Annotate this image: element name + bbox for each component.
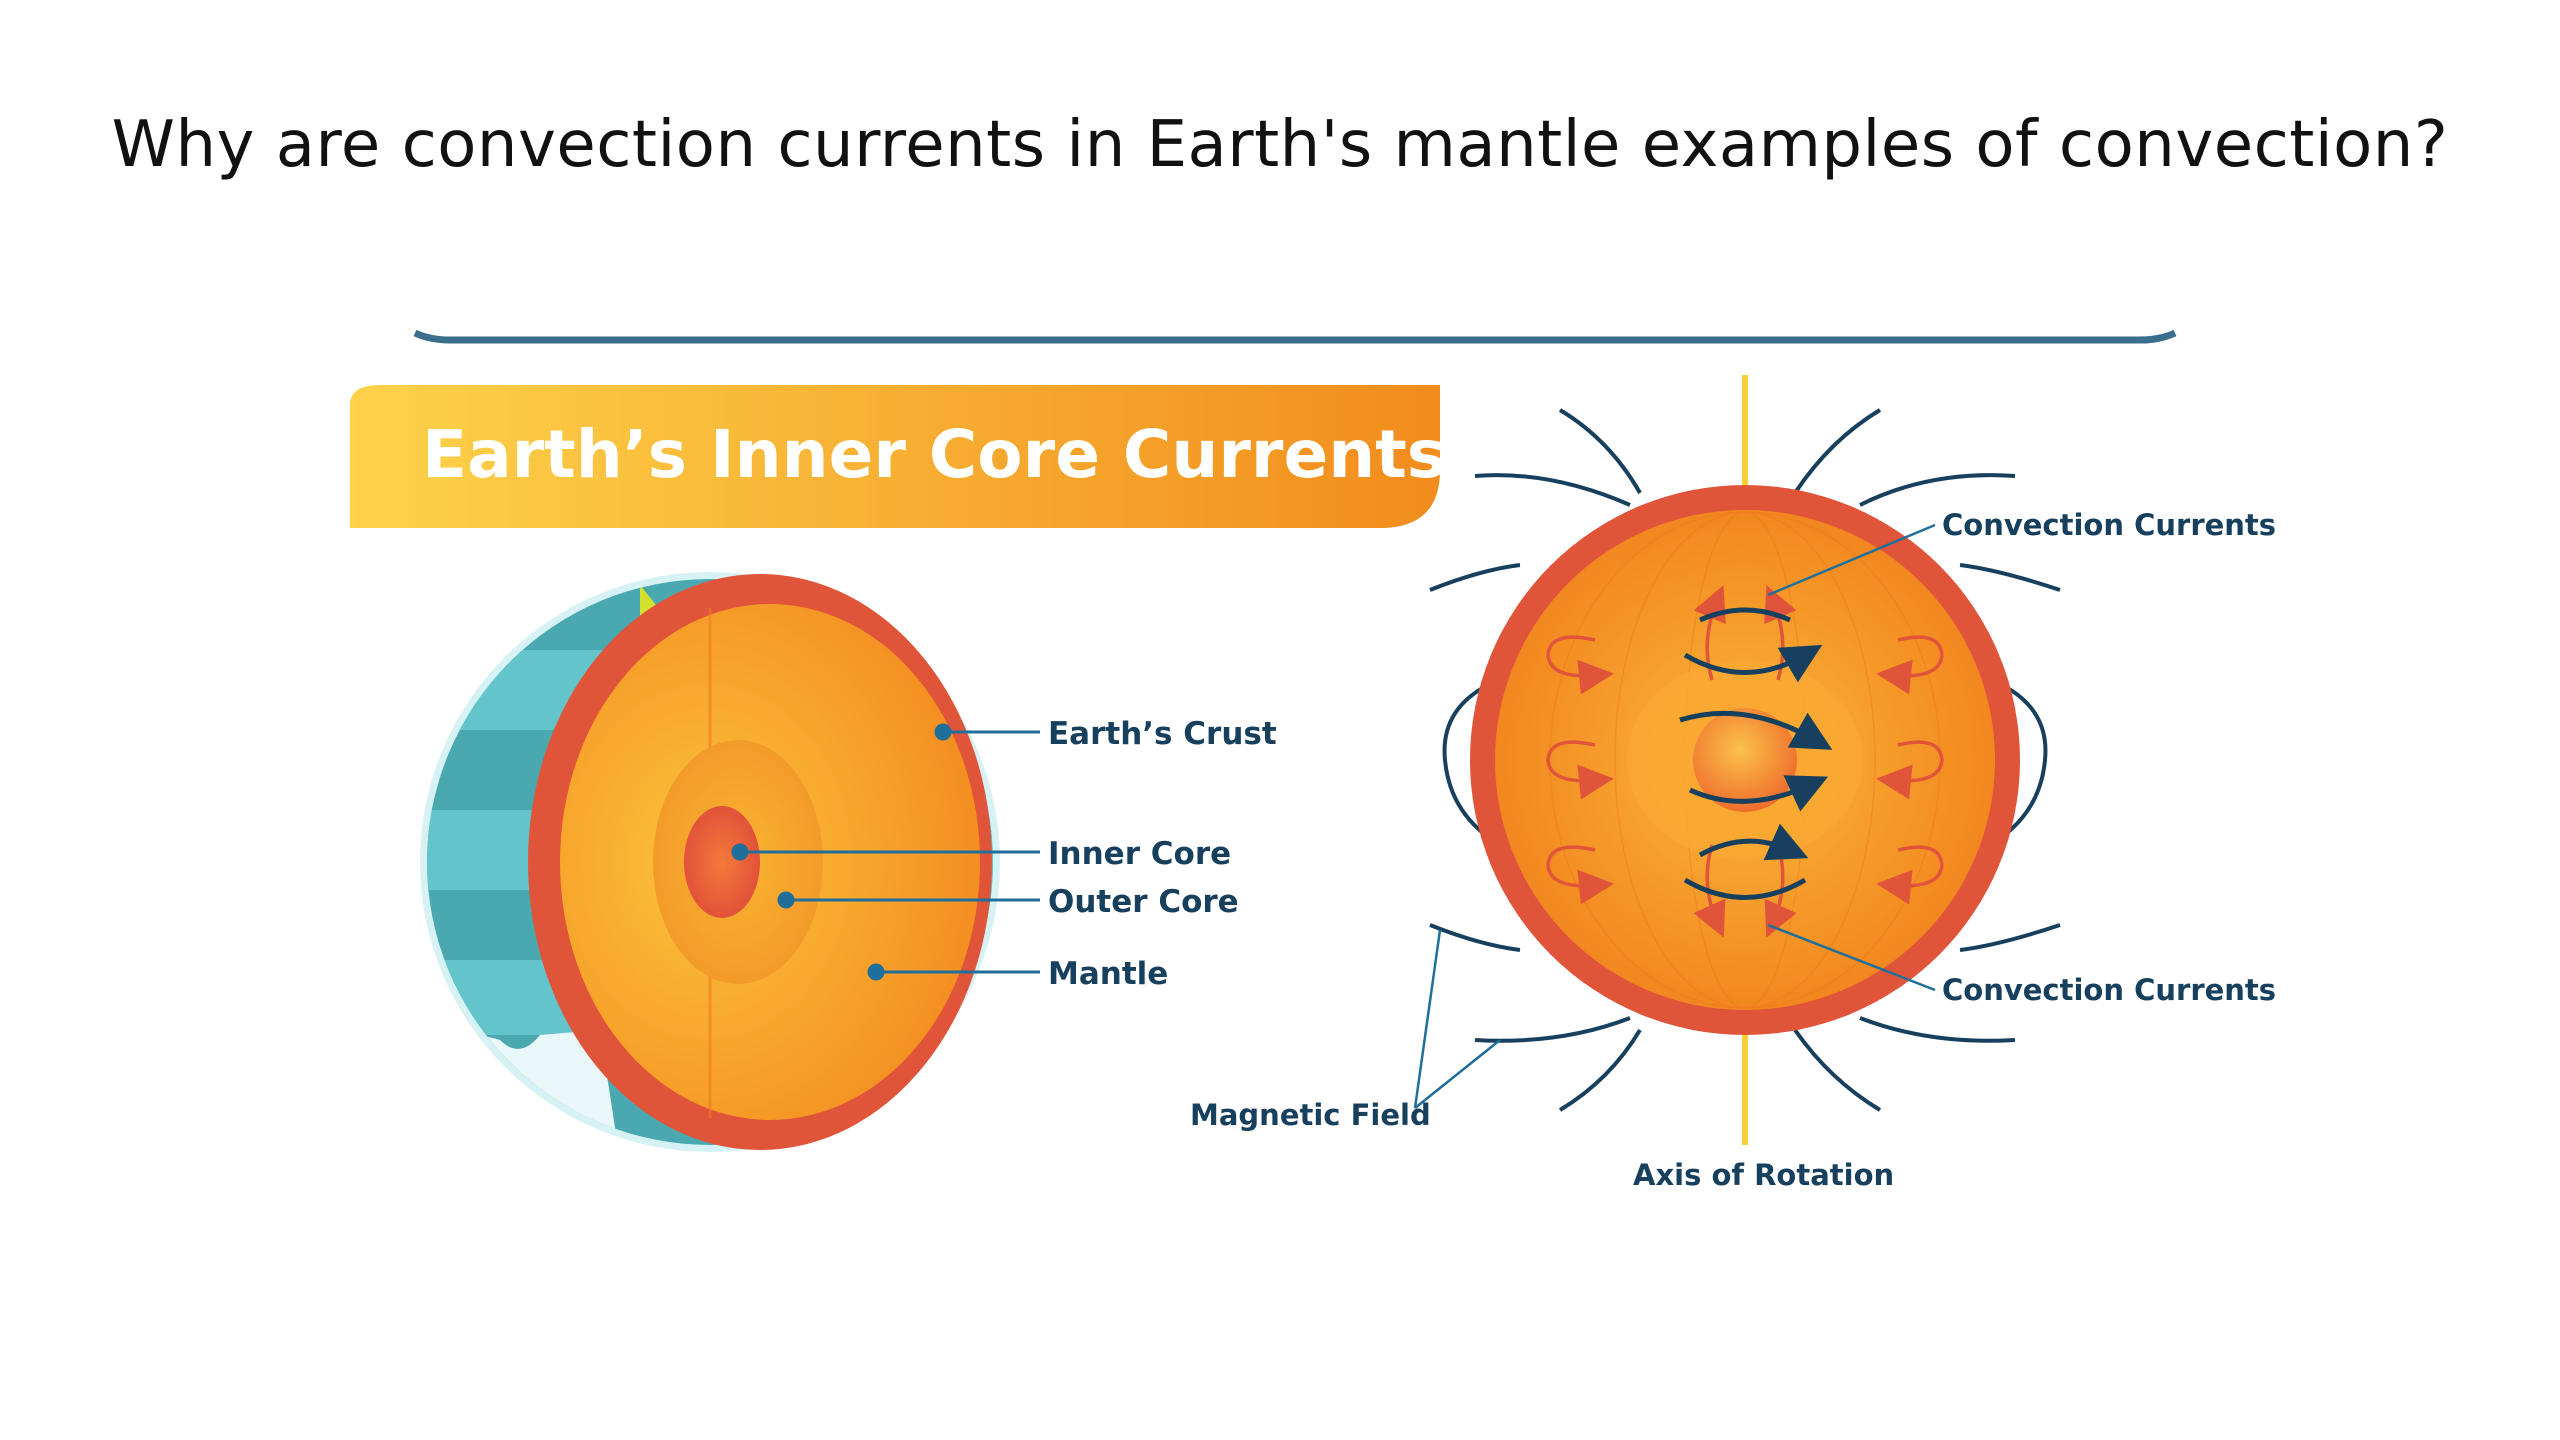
label-convection-currents-bottom: Convection Currents: [1942, 973, 2276, 1007]
magnetic-field-lines: [1429, 408, 2061, 1112]
convection-diagram: [1429, 375, 2061, 1145]
convection-loops: [1546, 585, 1944, 938]
rotation-arrows: [1679, 607, 1833, 900]
label-outer-core: Outer Core: [1048, 884, 1239, 920]
top-divider: [413, 329, 2177, 344]
label-inner-core: Inner Core: [1048, 836, 1231, 872]
diagram-title: Earth’s Inner Core Currents: [422, 416, 1446, 493]
label-magnetic-field: Magnetic Field: [1190, 1098, 1431, 1132]
earth-cutaway: [420, 572, 1000, 1152]
label-axis-of-rotation: Axis of Rotation: [1633, 1158, 1894, 1192]
inner-core-layer: [684, 806, 760, 918]
right-leaders: [1413, 523, 1936, 1109]
label-earths-crust: Earth’s Crust: [1048, 716, 1277, 752]
label-mantle: Mantle: [1048, 956, 1168, 992]
inner-core-sphere: [1693, 708, 1797, 812]
left-leaders: [731, 723, 1040, 981]
title-banner: Earth’s Inner Core Currents: [350, 385, 1446, 528]
label-convection-currents-top: Convection Currents: [1942, 508, 2276, 542]
question-heading: Why are convection currents in Earth's m…: [111, 108, 2449, 182]
